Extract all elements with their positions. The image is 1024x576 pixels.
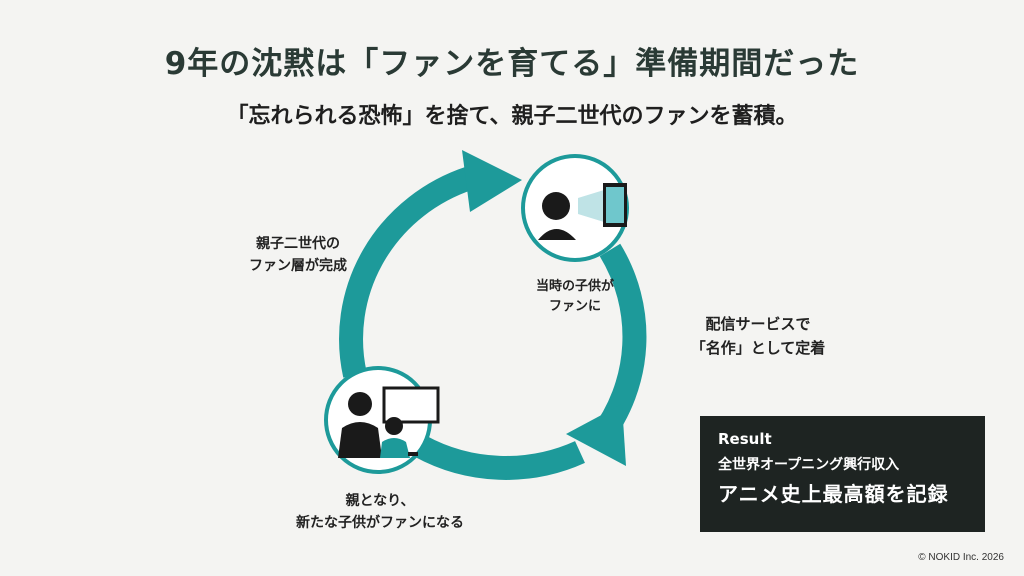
node-label-bottom: 親となり、 新たな子供がファンになる bbox=[296, 493, 464, 531]
cycle-arc-left bbox=[339, 166, 474, 378]
page-subtitle: 「忘れられる恐怖」を捨て、親子二世代のファンを蓄積。 bbox=[226, 104, 798, 129]
child-watching-screen-icon bbox=[538, 183, 627, 240]
step-label-generations: 親子二世代の ファン層が完成 bbox=[249, 236, 347, 274]
node-top bbox=[521, 154, 629, 262]
copyright: © NOKID Inc. 2026 bbox=[918, 552, 1004, 563]
arrowhead-top bbox=[462, 150, 522, 212]
result-subtitle: 全世界オープニング興行収入 bbox=[718, 457, 900, 473]
cycle-arc-bottom bbox=[414, 435, 585, 480]
parent-and-child-watching-tv-icon bbox=[338, 386, 440, 458]
arrowhead-bottom-right bbox=[566, 404, 626, 466]
result-headline: アニメ史上最高額を記録 bbox=[718, 482, 949, 506]
page-title: 9年の沈黙は「ファンを育てる」準備期間だった bbox=[164, 46, 860, 82]
step-label-streaming: 配信サービスで 「名作」として定着 bbox=[690, 315, 826, 357]
result-box: Result 全世界オープニング興行収入 アニメ史上最高額を記録 bbox=[700, 416, 985, 532]
result-label: Result bbox=[718, 430, 772, 448]
node-bottom-left bbox=[324, 366, 440, 474]
node-label-top: 当時の子供が ファンに bbox=[535, 279, 614, 314]
